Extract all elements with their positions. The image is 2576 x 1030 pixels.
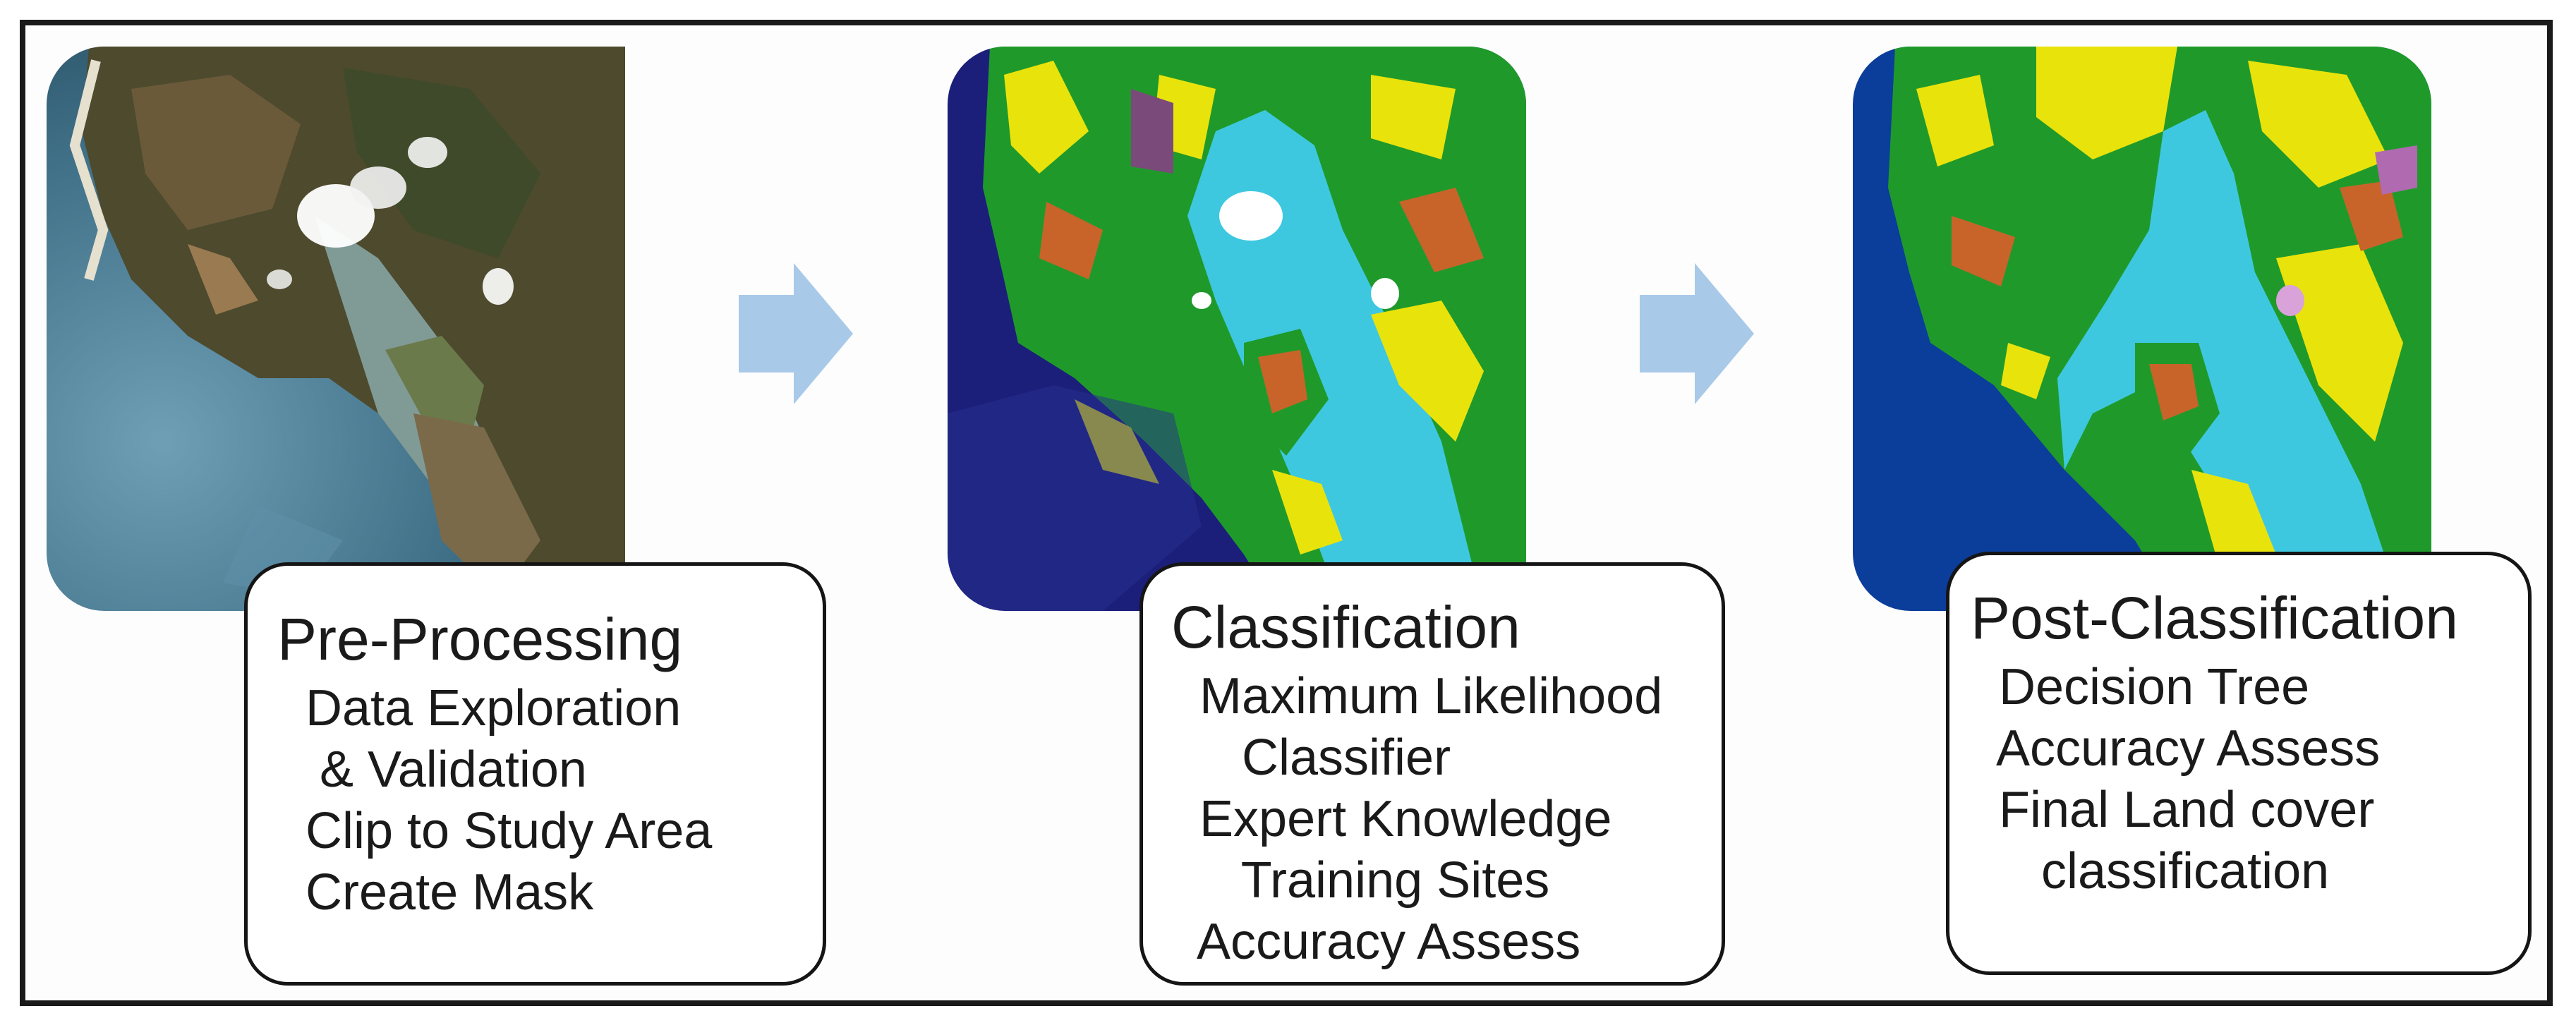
step-item: Data Exploration xyxy=(277,680,682,737)
step-item: Classifier xyxy=(1171,729,1451,786)
step-item: Final Land cover xyxy=(1971,782,2375,838)
step-item: Clip to Study Area xyxy=(277,803,713,859)
right-arrow-icon xyxy=(1640,263,1754,404)
step-box-post-classification: Post-Classification Decision Tree Accura… xyxy=(1946,552,2532,975)
step-item: classification xyxy=(1971,843,2330,899)
step-title: Classification xyxy=(1171,594,1520,660)
step-items: Data Exploration & Validation Clip to St… xyxy=(277,678,823,923)
right-arrow-icon xyxy=(739,263,853,404)
step-item: Accuracy Assess xyxy=(1971,720,2381,777)
step-items: Decision Tree Accuracy Assess Final Land… xyxy=(1971,657,2528,902)
step-title: Pre-Processing xyxy=(277,606,683,672)
step-item: Maximum Likelihood xyxy=(1171,668,1663,725)
step-title: Post-Classification xyxy=(1971,585,2458,651)
classified-map xyxy=(948,47,1526,611)
step-box-classification: Classification Maximum Likelihood Classi… xyxy=(1139,562,1725,986)
step-item: Expert Knowledge xyxy=(1171,791,1612,847)
step-item: Create Mask xyxy=(277,864,594,921)
step-box-pre-processing: Pre-Processing Data Exploration & Valida… xyxy=(244,562,826,986)
step-item: & Validation xyxy=(277,741,587,798)
satellite-image xyxy=(47,47,625,611)
step-item: Training Sites xyxy=(1171,852,1550,909)
step-item: Decision Tree xyxy=(1971,659,2310,715)
step-items: Maximum Likelihood Classifier Expert Kno… xyxy=(1171,666,1722,973)
step-item: Accuracy Assess xyxy=(1171,914,1581,970)
post-classified-map xyxy=(1853,47,2431,611)
